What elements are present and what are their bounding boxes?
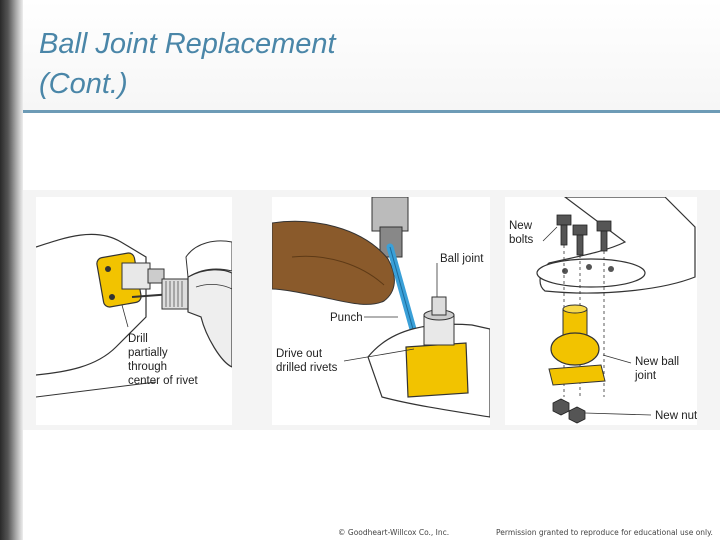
new-ball-joint-label-line-2: joint [634,370,657,382]
figure-exploded-view: New bolts New ball joint New nuts [505,197,697,425]
exploded-illustration: New bolts New ball joint New nuts [505,197,697,425]
drill-label-line-2: partially [128,347,168,359]
figure-drill-rivet: Drill partially through center of rivet [36,197,232,425]
bolts-label-line-2: bolts [509,234,534,246]
left-gradient-bar [0,0,23,540]
permission-footer: Permission granted to reproduce for educ… [496,528,713,537]
title-rule [23,110,720,113]
drill-label-line-4: center of rivet [128,375,198,387]
title-line-1: Ball Joint Replacement [39,28,336,60]
figure-punch-rivets: Ball joint Punch Drive out drilled rivet… [272,197,490,425]
ball-joint-label: Ball joint [440,253,484,265]
drill-label-line-1: Drill [128,333,148,345]
title-line-2: (Cont.) [39,68,128,100]
drill-illustration: Drill partially through center of rivet [36,197,232,425]
new-ball-joint-label-line-1: New ball [635,356,679,368]
copyright-footer: © Goodheart-Willcox Co., Inc. [338,528,449,537]
punch-label: Punch [330,312,363,324]
punch-illustration: Ball joint Punch Drive out drilled rivet… [272,197,490,425]
drill-label-line-3: through [128,361,167,373]
slide-title: Ball Joint Replacement (Cont.) [39,24,336,104]
bolts-label-line-1: New [509,220,533,232]
drive-label-line-1: Drive out [276,348,323,360]
new-nuts-label: New nuts [655,410,697,422]
drive-label-line-2: drilled rivets [276,362,338,374]
